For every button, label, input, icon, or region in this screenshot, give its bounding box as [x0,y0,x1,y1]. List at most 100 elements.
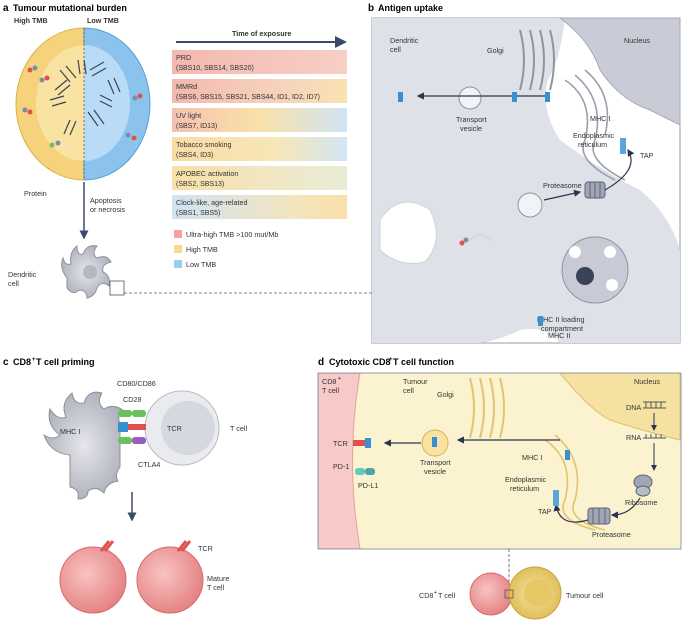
inset-tumour-label: Tumour cell [566,591,604,600]
tap-icon-b [620,138,626,154]
mhc1-label-b: MHC I [590,114,610,123]
inset-cd8-pre: CD8 [419,591,433,600]
inset-cd8-sup: + [434,590,437,596]
mature-label-1: Mature [207,574,229,583]
legend-swatch-low [174,260,182,268]
sig-mmrd-detail: (SBS6, SBS15, SBS21, SBS44, ID1, ID2, ID… [176,94,320,101]
apoptosis-label-2: or necrosis [90,205,126,214]
tcr-label-c: TCR [167,424,182,433]
tap-label-b: TAP [640,151,654,160]
mhc2-loading-label-2: compartment [541,324,583,333]
sig-uv-detail: (SBS7, ID13) [176,123,217,130]
dendritic-label-b1: Dendritic [390,36,419,45]
mhc2-label-b: MHC II [548,331,570,340]
sig-prd-detail: (SBS10, SBS14, SBS20) [176,65,254,72]
proteasome-icon-d [587,507,611,525]
inset-cd8-tcell [469,572,513,616]
er-label-d-1: Endoplasmic [505,475,547,484]
tumour-label-d-1: Tumour [403,377,428,386]
sig-clock-name: Clock-like, age-related [176,198,248,207]
inset-cd8-post: T cell [438,591,455,600]
transport-label-b2: vesicle [460,124,482,133]
apoptosis-label-1: Apoptosis [90,196,122,205]
mature-label-2: T cell [207,583,224,592]
cd28-label: CD28 [123,395,141,404]
transport-label-d-2: vesicle [424,467,446,476]
golgi-label-d: Golgi [437,390,454,399]
tcr-label-d: TCR [333,439,348,448]
pd1-label: PD-1 [333,462,349,471]
panel-c-letter: c [3,357,9,368]
sig-apobec-detail: (SBS2, SBS13) [176,181,224,188]
panel-d: d Cytotoxic CD8 + T cell function CD8 + … [317,357,682,620]
sig-tobacco-name: Tobacco smoking [176,140,232,149]
cd8-tcell-body-d [318,373,361,549]
pd1-icon [355,468,365,475]
endosome-b [517,192,543,218]
pdl1-label: PD-L1 [358,481,378,490]
tumour-cell-illustration [15,27,151,181]
panel-d-frame [317,372,682,550]
nucleus-label-d: Nucleus [634,377,660,386]
panel-d-title-pre: Cytotoxic CD8 [329,357,391,367]
sig-uv-name: UV light [176,111,201,120]
er-b [564,69,626,181]
nucleus-label-b: Nucleus [624,36,650,45]
proteasome-label-d: Proteasome [592,530,631,539]
panel-b-title: Antigen uptake [378,3,443,13]
sig-tobacco-detail: (SBS4, ID3) [176,152,213,159]
panel-b-letter: b [368,3,374,14]
ctla4-label: CTLA4 [138,460,160,469]
tap-label-d: TAP [538,507,552,516]
golgi-d [469,377,505,439]
dendritic-label-1: Dendritic [8,270,37,279]
mhc1-label-d: MHC I [522,453,542,462]
cd8-label-d-2: T cell [322,386,339,395]
panel-a: a Tumour mutational burden High TMB Low … [3,3,372,299]
legend-swatch-ultra [174,230,182,238]
er-label-b1: Endoplasmic [573,131,615,140]
panel-a-title: Tumour mutational burden [13,3,127,13]
apc-dendritic-cell-c [43,391,125,500]
protein-label: Protein [24,189,47,198]
zoom-box [109,280,125,296]
legend-label-ultra: Ultra-high TMB >100 mut/Mb [186,230,278,239]
rna-icon [643,434,666,439]
dendritic-label-b2: cell [390,45,401,54]
sig-mmrd-name: MMRd [176,82,197,91]
ribosome-icon [633,474,653,497]
mhc1-surface-d [365,438,371,448]
panel-b: b Antigen uptake Dendritic cell Golgi Nu… [368,3,681,344]
legend-swatch-high [174,245,182,253]
sig-apobec-name: APOBEC activation [176,169,238,178]
small-dendritic-cell [61,244,112,299]
ribosome-label: Ribosome [625,498,657,507]
mhc1-surface-b [398,92,403,102]
er-label-d-2: reticulum [510,484,539,493]
tcr-icon-d [353,440,365,446]
cd80-label: CD80/CD86 [117,379,156,388]
nucleus-d [559,373,681,441]
panel-a-letter: a [3,3,9,14]
pdl1-icon [365,468,375,475]
time-of-exposure-label: Time of exposure [232,29,291,38]
nucleus-b [558,17,681,126]
golgi-label-b: Golgi [487,46,504,55]
tumour-label-d-2: cell [403,386,414,395]
transport-vesicle-b [458,86,482,110]
panel-c-title-post: T cell priming [36,357,95,367]
cd8-label-d-sup: + [338,376,341,382]
sig-clock-detail: (SBS1, SBS5) [176,210,220,217]
low-tmb-label: Low TMB [87,16,119,25]
legend-label-high: High TMB [186,245,218,254]
panel-c-title-sup: + [32,357,36,363]
proteasome-label-b: Proteasome [543,181,582,190]
mhc2-surface-b [538,316,543,326]
panel-c-title-pre: CD8 [13,357,31,367]
sig-prd-name: PRD [176,53,191,62]
panel-d-letter: d [318,357,324,368]
golgi-b [519,29,555,91]
mhc1-label-c: MHC I [60,427,80,436]
